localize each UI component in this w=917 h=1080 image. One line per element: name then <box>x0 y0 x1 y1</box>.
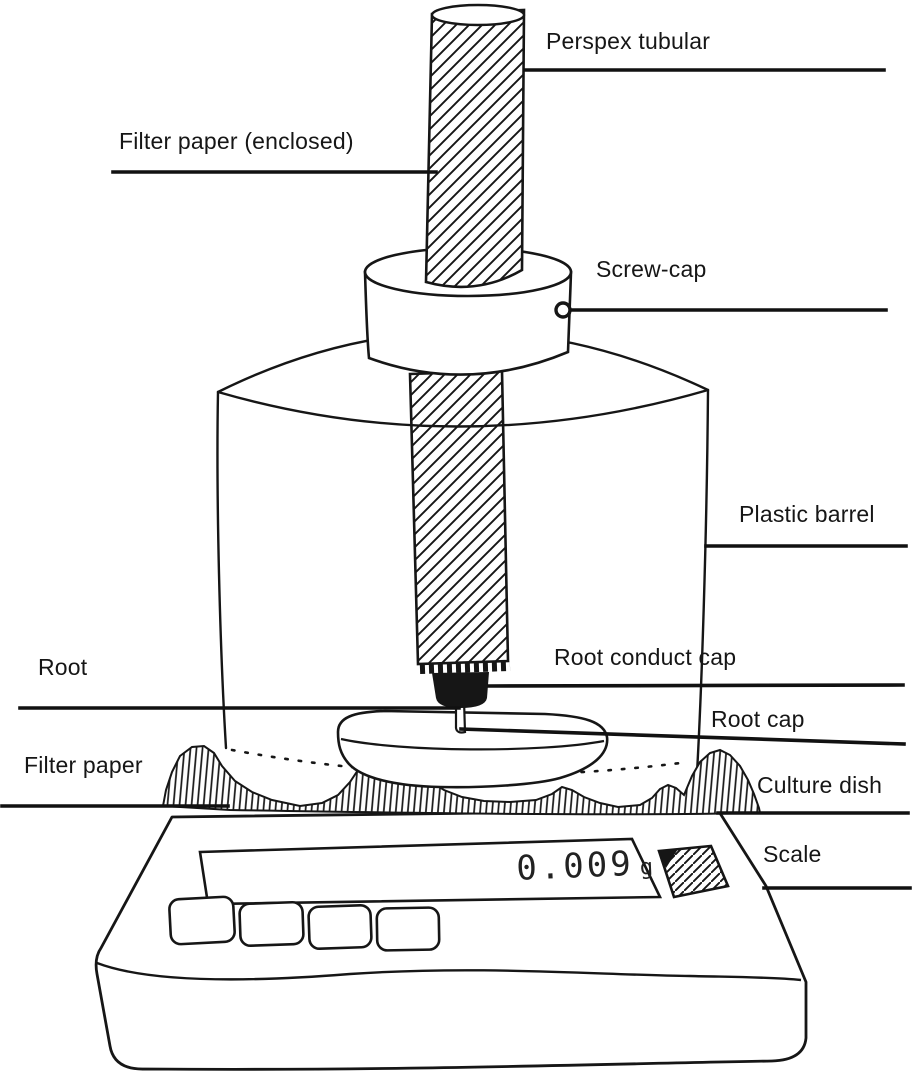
leader-root-cap <box>459 727 906 746</box>
culture-dish-shape <box>336 709 609 789</box>
scale-button-4[interactable] <box>375 906 441 952</box>
tube-tip-thread <box>419 661 511 674</box>
leader-root-conduct-cap <box>487 683 905 688</box>
scale-button-3[interactable] <box>307 903 373 951</box>
label-perspex-tubular: Perspex tubular <box>546 28 711 54</box>
root-assembly <box>419 661 511 734</box>
label-filter-paper-enclosed: Filter paper (enclosed) <box>119 128 354 154</box>
label-root-cap: Root cap <box>711 706 805 732</box>
barrel-left-side <box>216 390 228 750</box>
label-scale: Scale <box>763 841 822 867</box>
label-root: Root <box>38 654 88 680</box>
root-conduct-cap-shape <box>432 672 489 708</box>
scale-edge-line <box>96 961 802 982</box>
scale-device <box>94 808 808 1071</box>
perspex-tube-lower <box>408 369 510 666</box>
screw-cap-ring <box>554 301 572 319</box>
label-filter-paper: Filter paper <box>24 752 143 778</box>
barrel-right-side <box>693 388 710 808</box>
scale-solar-panel-corner <box>659 849 678 868</box>
culture-dish-rim-line <box>340 737 605 751</box>
scale-solar-panel <box>657 844 730 899</box>
leader-lines <box>0 68 912 890</box>
label-root-conduct-cap: Root conduct cap <box>554 644 737 670</box>
barrel-top-front-arc <box>217 388 709 428</box>
scale-readout-value: 0.009 <box>515 843 635 889</box>
tube-top-ellipse <box>430 3 526 27</box>
label-plastic-barrel: Plastic barrel <box>739 501 875 527</box>
label-screw-cap: Screw-cap <box>596 256 707 282</box>
label-culture-dish: Culture dish <box>757 772 883 798</box>
scale-readout-unit: g <box>639 854 654 881</box>
scale-display-window <box>198 837 663 906</box>
perspex-tube-upper <box>424 3 526 289</box>
scale-button-2[interactable] <box>238 900 305 948</box>
scale-button-1[interactable] <box>168 895 236 946</box>
